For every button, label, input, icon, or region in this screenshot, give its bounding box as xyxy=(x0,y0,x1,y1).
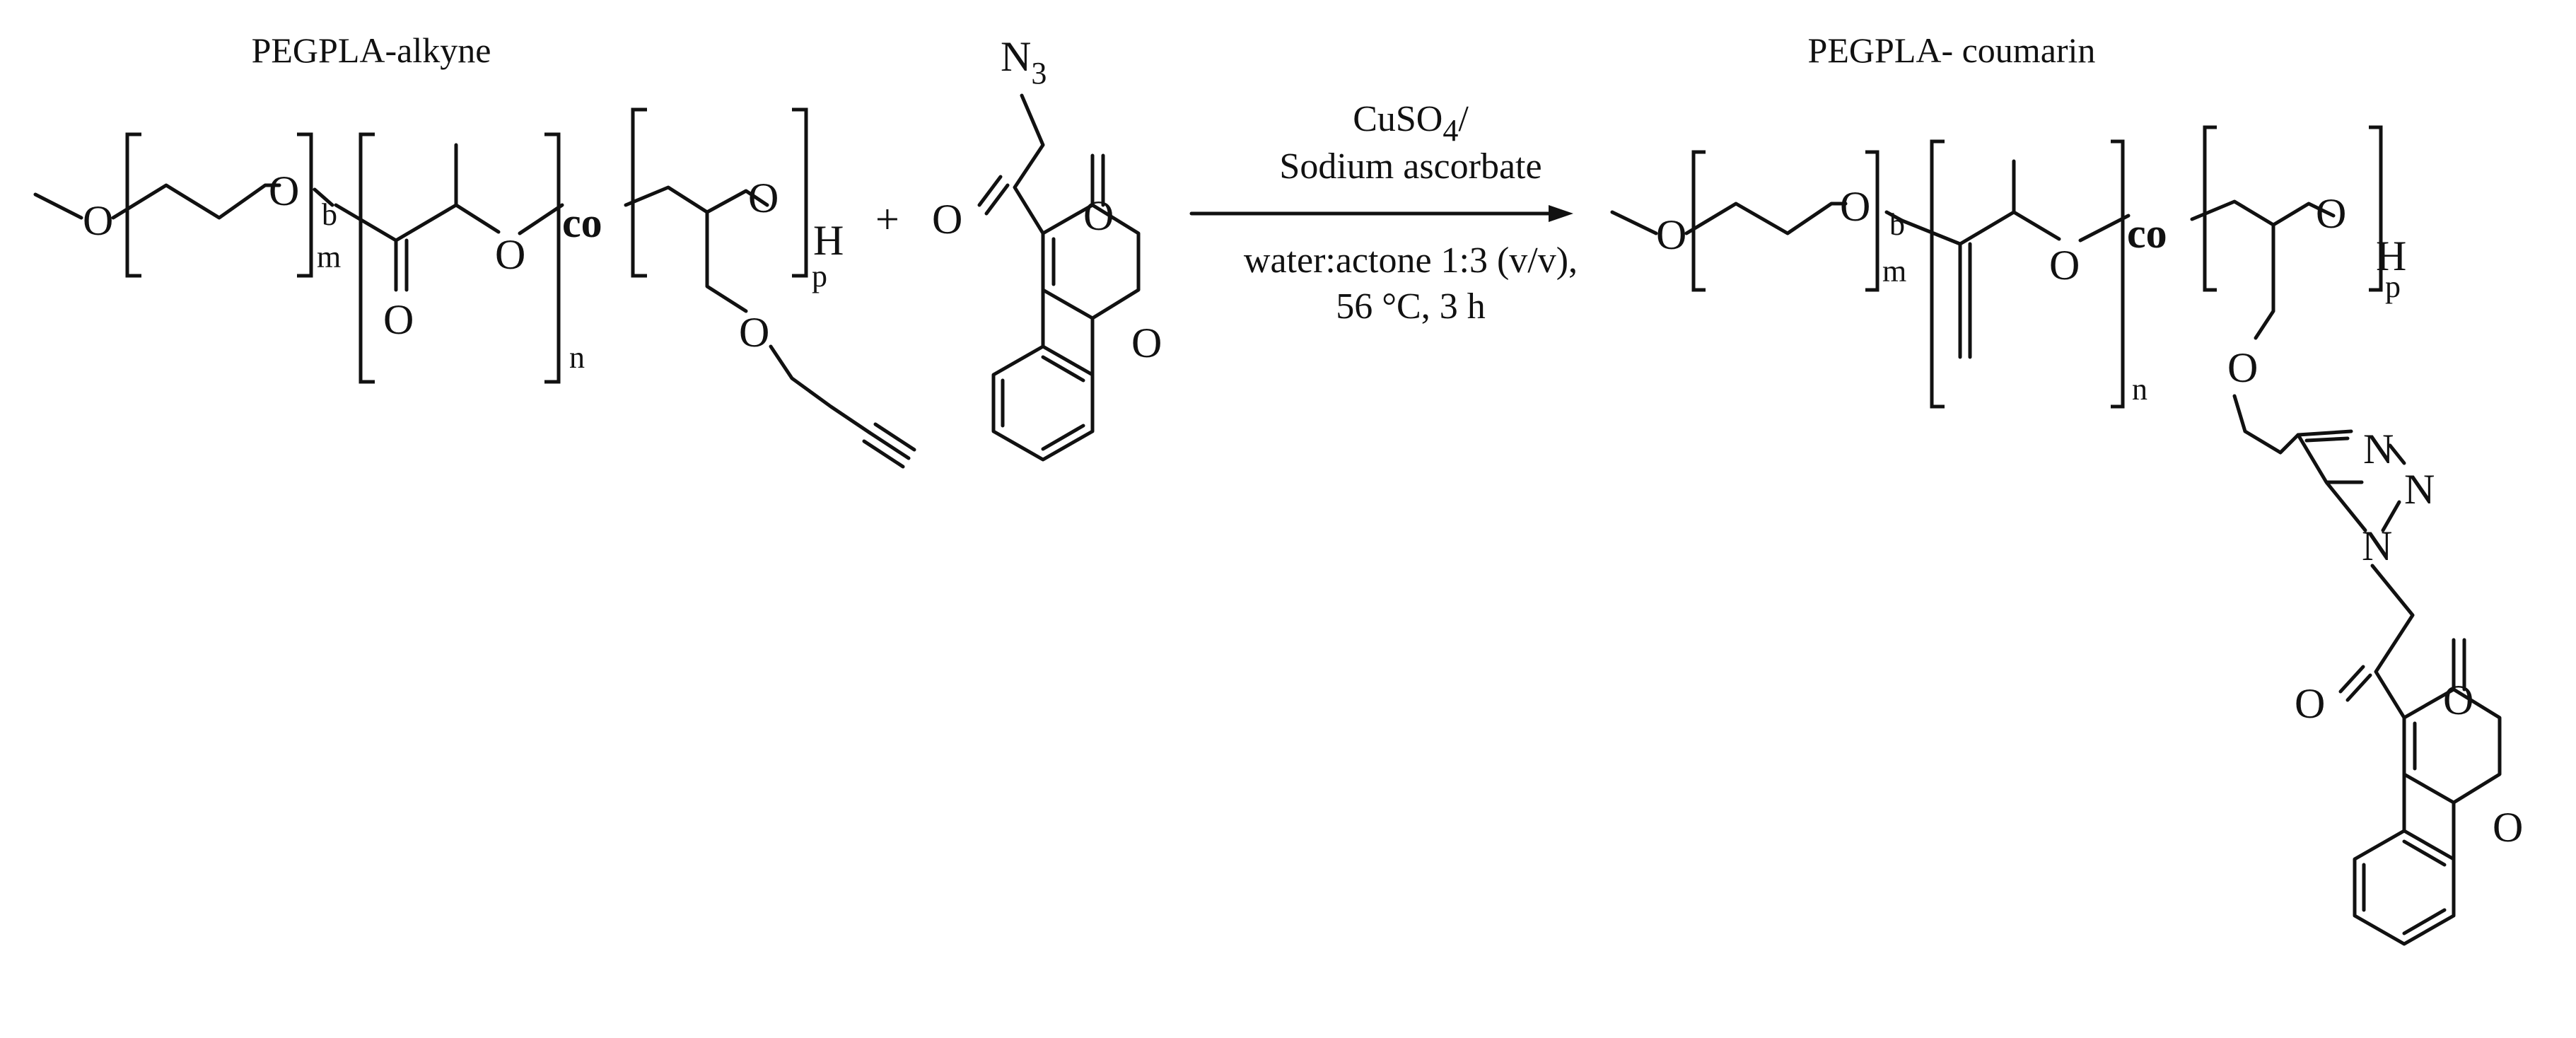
pla-bracket-right xyxy=(544,132,561,384)
alkyne-triple-bond xyxy=(862,422,916,469)
pla-ester-oxygen: O xyxy=(495,231,525,278)
product-peg-chain-bonds xyxy=(1610,202,1904,235)
product-coumarin-ring-bonds xyxy=(2353,638,2502,946)
peg-repeat-m-2: m xyxy=(1882,254,1906,288)
glycidyl-backbone-bonds xyxy=(624,185,872,435)
pla-backbone-bonds xyxy=(334,143,564,292)
product-ketone-oxygen: O xyxy=(2295,680,2325,727)
product-peg-bracket-left xyxy=(1691,150,1706,292)
peg-bracket-right xyxy=(297,132,313,278)
peg-bracket-left xyxy=(125,132,141,278)
product-terminal-hydrogen: H xyxy=(2376,233,2406,279)
condition-temperature-time: 56 °C, 3 h xyxy=(1336,286,1485,327)
lactone-carbonyl-oxygen: O xyxy=(1083,192,1114,239)
product-peg-bracket-right xyxy=(1865,150,1879,292)
product-peg-oxygen-1: O xyxy=(1656,211,1686,258)
glycidyl-repeat-p-1: p xyxy=(812,259,827,293)
product-pla-bracket-right xyxy=(2111,139,2125,409)
product-title: PEGPLA- coumarin xyxy=(1808,30,2096,70)
product-lactone-ring-oxygen: O xyxy=(2493,804,2523,851)
pla-repeat-n-2: n xyxy=(2132,372,2147,407)
pegpla-alkyne-structure: O O b m O O n co O O H p xyxy=(33,107,916,469)
azidoacetyl-chain-bonds xyxy=(977,93,1045,235)
product-pla-backbone-bonds xyxy=(1900,159,2131,359)
triazole-nitrogen-3: N xyxy=(2362,523,2392,569)
triazole-ring-bonds xyxy=(2296,429,2406,532)
glycidyl-bracket-right xyxy=(792,107,808,278)
pla-carbonyl-oxygen: O xyxy=(383,296,414,343)
peg-ether-oxygen-1: O xyxy=(83,197,113,244)
reaction-arrow-group: CuSO4/ Sodium ascorbate water:actone 1:3… xyxy=(1189,99,1578,327)
pegpla-coumarin-structure: O O b m O n co O O H p N N N O O O xyxy=(1610,125,2523,946)
copolymer-label-1: co xyxy=(562,199,602,246)
block-label-1: b xyxy=(322,197,337,232)
condition-solvent: water:actone 1:3 (v/v), xyxy=(1244,240,1578,281)
azidoacetyl-coumarin-structure: N3 O O O xyxy=(932,33,1162,462)
peg-chain-bonds xyxy=(33,183,334,220)
product-glycidyl-backbone-bonds xyxy=(2190,199,2336,455)
product-peg-oxygen-2: O xyxy=(1840,183,1870,230)
copolymer-label-2: co xyxy=(2127,210,2167,257)
peg-ether-oxygen-2: O xyxy=(269,168,299,214)
reaction-arrow-head xyxy=(1549,205,1573,222)
triazole-nitrogen-1: N xyxy=(2363,426,2394,472)
plus-sign: + xyxy=(875,196,899,243)
product-glycidyl-bracket-right xyxy=(2369,125,2383,292)
peg-repeat-m-1: m xyxy=(317,240,341,274)
pla-bracket-left xyxy=(359,132,375,384)
glycidyl-hydroxyl-oxygen: O xyxy=(748,175,779,221)
glycidyl-bracket-left xyxy=(631,107,647,278)
terminal-hydrogen: H xyxy=(813,217,844,264)
reactant-title: PEGPLA-alkyne xyxy=(252,30,491,70)
triazole-nitrogen-2: N xyxy=(2404,466,2435,513)
propargyl-ether-oxygen: O xyxy=(739,309,769,356)
block-label-2: b xyxy=(1889,207,1905,242)
product-glycidyl-bracket-left xyxy=(2203,125,2217,292)
lactone-ring-oxygen: O xyxy=(1131,320,1162,366)
product-acetyl-bonds xyxy=(2338,564,2415,720)
product-lactone-carbonyl-oxygen: O xyxy=(2443,677,2473,723)
coumarin-ring-bonds xyxy=(991,153,1141,462)
product-pla-bracket-left xyxy=(1930,139,1945,409)
condition-reagent-1: CuSO4/ xyxy=(1353,99,1469,148)
azide-group-label: N3 xyxy=(1001,33,1047,91)
product-pla-oxygen: O xyxy=(2049,242,2080,288)
ketone-oxygen: O xyxy=(932,196,962,243)
condition-reagent-2: Sodium ascorbate xyxy=(1279,146,1541,187)
glycidyl-repeat-p-2: p xyxy=(2385,269,2401,304)
product-linker-oxygen: O xyxy=(2227,344,2258,391)
product-glycidyl-oxygen: O xyxy=(2316,190,2346,237)
pla-repeat-n-1: n xyxy=(569,340,585,375)
